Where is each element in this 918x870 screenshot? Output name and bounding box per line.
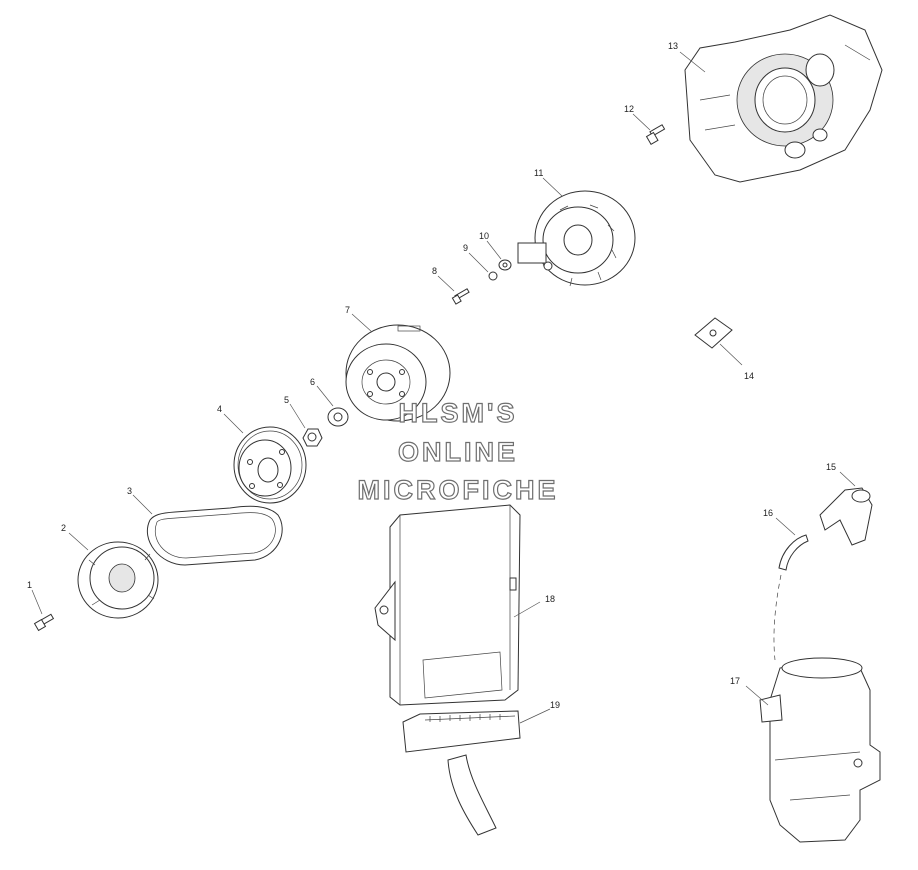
callout-9: 9 xyxy=(463,243,468,253)
callout-14: 14 xyxy=(744,371,754,381)
part-7-flywheel[interactable] xyxy=(345,324,451,422)
watermark: HLSM'S ONLINE MICROFICHE xyxy=(357,397,559,505)
callout-10: 10 xyxy=(479,231,489,241)
part-15-spark-plug-cap[interactable] xyxy=(819,487,873,546)
part-17-ignition-coil[interactable] xyxy=(759,657,881,843)
part-9-lock-washer[interactable] xyxy=(488,271,498,281)
callout-19: 19 xyxy=(550,700,560,710)
part-18-cdi-box[interactable] xyxy=(374,504,521,706)
part-19-connector[interactable] xyxy=(402,710,521,836)
callout-8: 8 xyxy=(432,266,437,276)
part-6-washer[interactable] xyxy=(327,407,349,427)
watermark-line-1: HLSM'S xyxy=(399,398,518,428)
callout-2: 2 xyxy=(61,523,66,533)
part-5-nut[interactable] xyxy=(302,428,323,447)
callout-5: 5 xyxy=(284,395,289,405)
callout-3: 3 xyxy=(127,486,132,496)
watermark-line-3: MICROFICHE xyxy=(358,475,559,505)
part-16-ignition-wire[interactable] xyxy=(773,534,809,661)
part-4-pulley[interactable] xyxy=(233,426,307,504)
callout-13: 13 xyxy=(668,41,678,51)
part-11-stator[interactable] xyxy=(517,190,636,287)
watermark-line-2: ONLINE xyxy=(398,437,518,467)
part-8-screw[interactable] xyxy=(451,288,470,305)
part-12-screw[interactable] xyxy=(645,124,666,146)
callout-12: 12 xyxy=(624,104,634,114)
callout-6: 6 xyxy=(310,377,315,387)
part-3-belt[interactable] xyxy=(147,505,283,566)
callout-18: 18 xyxy=(545,594,555,604)
part-10-washer[interactable] xyxy=(498,259,512,271)
callout-7: 7 xyxy=(345,305,350,315)
part-14-clip[interactable] xyxy=(694,317,733,349)
callout-11: 11 xyxy=(534,168,543,178)
callout-1: 1 xyxy=(27,580,32,590)
leader-lines xyxy=(31,51,856,724)
part-2-pulley[interactable] xyxy=(77,541,159,619)
callout-4: 4 xyxy=(217,404,222,414)
part-13-housing[interactable] xyxy=(684,14,883,183)
callout-17: 17 xyxy=(730,676,740,686)
callout-16: 16 xyxy=(763,508,773,518)
part-1-bolt[interactable] xyxy=(33,613,55,632)
callout-15: 15 xyxy=(826,462,836,472)
callout-labels: 1 2 3 4 5 6 7 8 9 10 11 12 13 14 15 16 1… xyxy=(27,41,836,710)
